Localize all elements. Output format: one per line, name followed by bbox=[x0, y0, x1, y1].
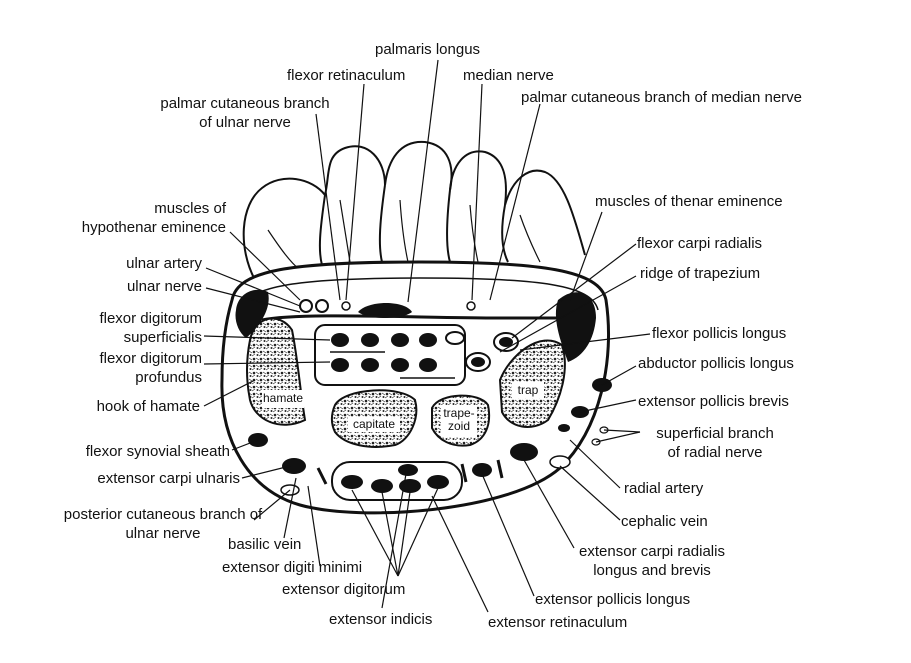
label-basilic-vein: basilic vein bbox=[228, 536, 302, 553]
label-posterior-cutaneous-line1: posterior cutaneous branch of bbox=[63, 506, 263, 523]
label-extensor-retinaculum: extensor retinaculum bbox=[488, 614, 628, 631]
label-flexor-retinaculum: flexor retinaculum bbox=[287, 67, 406, 84]
bone-label-trapezoid: trape- zoid bbox=[440, 407, 478, 433]
bone-label-capitate-text: capitate bbox=[352, 417, 396, 431]
label-thenar-muscles: muscles of thenar eminence bbox=[595, 193, 783, 210]
label-hypothenar-line1: muscles of bbox=[154, 200, 226, 217]
bone-label-hamate: hamate bbox=[262, 392, 304, 405]
palmaris-longus-tendon bbox=[358, 303, 412, 318]
hand-outline bbox=[242, 140, 586, 281]
label-flexor-digitorum-profundus: flexor digitorum profundus bbox=[40, 349, 202, 387]
bone-label-capitate: capitate bbox=[346, 418, 402, 431]
label-posterior-cutaneous: posterior cutaneous branch of ulnar nerv… bbox=[48, 505, 278, 543]
bone-label-hamate-text: hamate bbox=[262, 391, 304, 405]
label-posterior-cutaneous-line2: ulnar nerve bbox=[125, 525, 201, 542]
label-hypothenar: muscles of hypothenar eminence bbox=[40, 199, 226, 237]
label-fds-line1: flexor digitorum bbox=[99, 310, 202, 327]
ulnar-artery-shape bbox=[299, 299, 313, 313]
label-flexor-synovial-sheath: flexor synovial sheath bbox=[85, 443, 230, 460]
label-hook-of-hamate: hook of hamate bbox=[96, 398, 200, 415]
leader-lines bbox=[203, 59, 651, 613]
label-extensor-pollicis-brevis: extensor pollicis brevis bbox=[638, 393, 789, 410]
label-superficial-radial-line1: superficial branch bbox=[656, 425, 774, 442]
bone-label-trap-text: trap bbox=[517, 383, 539, 397]
label-extensor-carpi-ulnaris: extensor carpi ulnaris bbox=[97, 470, 240, 487]
median-nerve-shape bbox=[445, 331, 465, 345]
label-fdp-line1: flexor digitorum bbox=[99, 350, 202, 367]
label-extensor-digiti-minimi: extensor digiti minimi bbox=[222, 559, 363, 576]
label-palmar-cutaneous-ulnar-line2: of ulnar nerve bbox=[199, 114, 291, 131]
label-palmar-cutaneous-ulnar-line1: palmar cutaneous branch bbox=[160, 95, 330, 112]
label-extensor-carpi-radialis: extensor carpi radialis longus and brevi… bbox=[560, 542, 744, 580]
label-median-nerve: median nerve bbox=[463, 67, 554, 84]
bone-label-trapezoid-line2: zoid bbox=[447, 419, 470, 433]
bone-label-trapezium: trap bbox=[512, 384, 544, 397]
label-ecr-line2: longus and brevis bbox=[593, 562, 711, 579]
label-fds-line2: superficialis bbox=[123, 329, 202, 346]
label-abductor-pollicis-longus: abductor pollicis longus bbox=[638, 355, 794, 372]
label-cephalic-vein: cephalic vein bbox=[621, 513, 708, 530]
label-flexor-carpi-radialis: flexor carpi radialis bbox=[637, 235, 763, 252]
label-extensor-indicis: extensor indicis bbox=[329, 611, 433, 628]
label-fdp-line2: profundus bbox=[135, 369, 202, 386]
label-flexor-digitorum-superficialis: flexor digitorum superficialis bbox=[40, 309, 202, 347]
label-superficial-radial-line2: of radial nerve bbox=[667, 444, 763, 461]
bone-label-trapezoid-line1: trape- bbox=[443, 406, 475, 420]
label-ulnar-nerve: ulnar nerve bbox=[126, 278, 202, 295]
label-superficial-radial-nerve: superficial branch of radial nerve bbox=[640, 424, 790, 462]
label-radial-artery: radial artery bbox=[624, 480, 704, 497]
flexor-tendons bbox=[331, 333, 437, 372]
label-hypothenar-line2: hypothenar eminence bbox=[81, 219, 226, 236]
label-extensor-digitorum: extensor digitorum bbox=[282, 581, 406, 598]
label-extensor-pollicis-longus: extensor pollicis longus bbox=[535, 591, 691, 608]
label-ulnar-artery: ulnar artery bbox=[126, 255, 202, 272]
label-ridge-of-trapezium: ridge of trapezium bbox=[640, 265, 761, 282]
label-palmar-cutaneous-ulnar: palmar cutaneous branch of ulnar nerve bbox=[155, 94, 335, 132]
label-palmar-cutaneous-median: palmar cutaneous branch of median nerve bbox=[521, 89, 803, 106]
carpal-bones bbox=[246, 317, 566, 448]
label-ecr-line1: extensor carpi radialis bbox=[579, 543, 725, 560]
label-palmaris-longus: palmaris longus bbox=[375, 41, 481, 58]
label-flexor-pollicis-longus: flexor pollicis longus bbox=[652, 325, 787, 342]
